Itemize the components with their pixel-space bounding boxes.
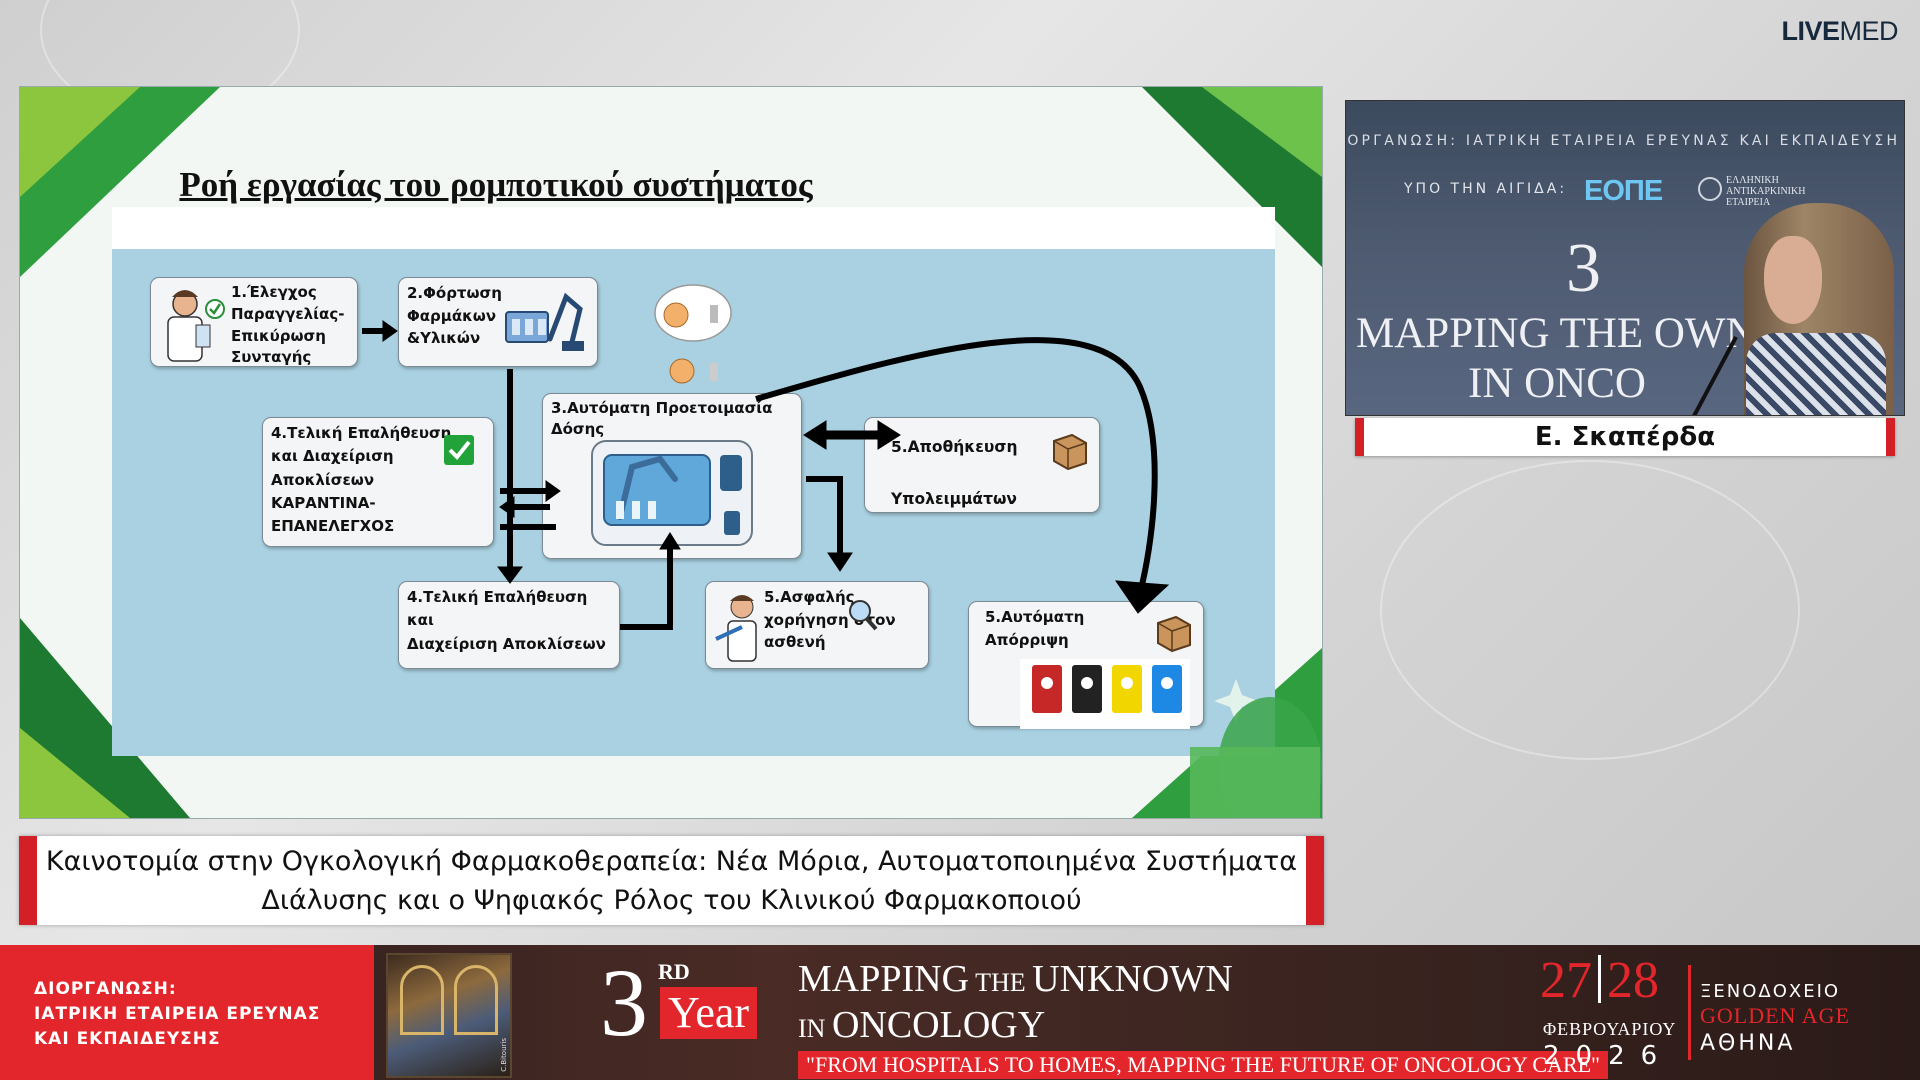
speaker-body [1746, 333, 1886, 415]
slide-title: Ροή εργασίας του ρομποτικού συστήματος [179, 165, 813, 204]
painting-arch [454, 965, 498, 1035]
eae-logo-text: ΕΛΛΗΝΙΚΗ ΑΝΤΙΚΑΡΚΙΝΙΚΗ ΕΤΑΙΡΕΙΑ [1726, 175, 1806, 208]
step-loading: 2.Φόρτωση Φαρμάκων &Υλικών [398, 277, 598, 367]
speaker-name: Ε. Σκαπέρδα [1534, 422, 1716, 452]
corner-decoration [20, 87, 140, 197]
talk-title-caption: Καινοτομία στην Ογκολογική Φαρμακοθεραπε… [19, 836, 1324, 925]
event-month: ΦΕΒΡΟΥΑΡΙΟΥ [1543, 1019, 1677, 1039]
banner-divider [1688, 965, 1691, 1060]
step-auto-preparation: 3.Αυτόματη Προετοιμασία Δόσης [542, 393, 802, 559]
painting-image: C.Bitouris [386, 953, 512, 1078]
event-year: 2026 [1543, 1041, 1674, 1071]
edition-suffix: RD [658, 959, 690, 984]
event-tagline: "FROM HOSPITALS TO HOMES, MAPPING THE FU… [798, 1051, 1609, 1079]
corner-decoration [20, 728, 130, 818]
painting-signature: C.Bitouris [500, 1038, 508, 1072]
eope-logo: ΕΟΠΕ [1584, 175, 1663, 207]
venue-label: ΞΕΝΟΔΟΧΕΙΟ [1700, 981, 1841, 1002]
speaker-video: ΙΟΡΓΑΝΩΣΗ: ΙΑΤΡΙΚΗ ΕΤΑΙΡΕΙΑ ΕΡΕΥΝΑΣ ΚΑΙ … [1345, 100, 1905, 416]
title-underbar [112, 207, 1275, 249]
step-safe-administration: 5.Ασφαλής χορήγηση στον ασθενή [705, 581, 929, 669]
video-backdrop-number: 3 [1566, 230, 1601, 307]
step-storage: 5.Αποθήκευση Υπολειμμάτων [864, 417, 1100, 513]
presentation-slide: Ροή εργασίας του ρομποτικού συστήματος 1… [19, 86, 1323, 819]
storage-title: 5.Αποθήκευση [891, 438, 1018, 456]
livemed-logo: LIVEMED [1781, 16, 1898, 46]
talk-title: Καινοτομία στην Ογκολογική Φαρμακοθεραπε… [45, 846, 1298, 916]
step-final-verification: 4.Τελική Επαλήθευση και Διαχείριση Αποκλ… [398, 581, 620, 669]
video-backdrop-auspices: ΥΠΟ ΤΗΝ ΑΙΓΙΔΑ: [1404, 181, 1568, 197]
organizer-block: ΔΙΟΡΓΑΝΩΣΗ: ΙΑΤΡΙΚΗ ΕΤΑΙΡΕΙΑ ΕΡΕΥΝΑΣ ΚΑΙ… [0, 945, 374, 1080]
speaker-face [1764, 236, 1822, 324]
eae-logo-icon [1698, 177, 1722, 201]
event-title-line2: IN ONCOLOGY [798, 1004, 1046, 1046]
step-final-verification-quarantine: 4.Τελική Επαλήθευση και Διαχείριση Αποκλ… [262, 417, 494, 547]
edition-year: Year [660, 987, 758, 1039]
step-order-verification: 1.Έλεγχος Παραγγελίας- Επικύρωση Συνταγή… [150, 277, 358, 367]
organizer-text: ΔΙΟΡΓΑΝΩΣΗ: ΙΑΤΡΙΚΗ ΕΤΑΙΡΕΙΑ ΕΡΕΥΝΑΣ ΚΑΙ… [34, 979, 321, 1049]
storage-subtitle: Υπολειμμάτων [891, 490, 1017, 508]
step-auto-disposal: 5.Αυτόματη Απόρριψη [968, 601, 1204, 727]
venue-city: ΑΘΗΝΑ [1700, 1031, 1796, 1056]
edition-number: 3 [600, 949, 648, 1056]
venue-name: GOLDEN AGE [1700, 1003, 1850, 1028]
painting-arch [400, 965, 444, 1035]
speaker-name-bar: Ε. Σκαπέρδα [1355, 418, 1895, 456]
bg-swirl [1380, 460, 1800, 760]
event-banner: ΔΙΟΡΓΑΝΩΣΗ: ΙΑΤΡΙΚΗ ΕΤΑΙΡΕΙΑ ΕΡΕΥΝΑΣ ΚΑΙ… [0, 945, 1920, 1080]
corner-decoration [1202, 87, 1322, 177]
video-backdrop-mapping: MAPPING THE OWN [1356, 310, 1757, 357]
video-backdrop-oncology: IN ONCO [1468, 360, 1646, 407]
video-backdrop-organizer: ΙΟΡΓΑΝΩΣΗ: ΙΑΤΡΙΚΗ ΕΤΑΙΡΕΙΑ ΕΡΕΥΝΑΣ ΚΑΙ … [1345, 133, 1901, 149]
event-title-line1: MAPPING THE UNKNOWN [798, 958, 1233, 1000]
